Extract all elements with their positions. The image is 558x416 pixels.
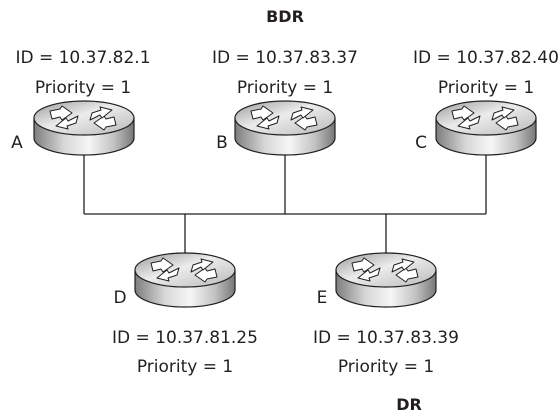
router-e-id: ID = 10.37.83.39 xyxy=(313,328,459,348)
router-d-icon xyxy=(134,252,236,308)
router-d[interactable]: D ID = 10.37.81.25 Priority = 1 xyxy=(112,252,258,377)
router-d-letter: D xyxy=(113,288,126,308)
network-links xyxy=(83,152,487,270)
router-a-id: ID = 10.37.82.1 xyxy=(15,48,150,68)
router-e-priority: Priority = 1 xyxy=(338,357,434,377)
router-b-letter: B xyxy=(216,133,228,153)
router-c-letter: C xyxy=(415,133,427,153)
router-a[interactable]: ID = 10.37.82.1 Priority = 1 A xyxy=(11,48,151,156)
router-c-icon xyxy=(435,100,537,156)
router-e-icon xyxy=(335,252,437,308)
router-b-priority: Priority = 1 xyxy=(237,78,333,98)
router-b-id: ID = 10.37.83.37 xyxy=(212,48,358,68)
router-b[interactable]: ID = 10.37.83.37 Priority = 1 B xyxy=(212,48,358,156)
router-c[interactable]: ID = 10.37.82.40 Priority = 1 C xyxy=(413,48,558,156)
dr-label: DR xyxy=(396,395,422,414)
router-a-priority: Priority = 1 xyxy=(35,78,131,98)
router-c-id: ID = 10.37.82.40 xyxy=(413,48,558,68)
router-b-icon xyxy=(234,100,336,156)
router-d-priority: Priority = 1 xyxy=(137,357,233,377)
bdr-label: BDR xyxy=(266,7,304,26)
router-d-id: ID = 10.37.81.25 xyxy=(112,328,258,348)
router-e-letter: E xyxy=(317,288,328,308)
router-e[interactable]: E ID = 10.37.83.39 Priority = 1 xyxy=(313,252,459,377)
router-a-letter: A xyxy=(11,133,23,153)
router-c-priority: Priority = 1 xyxy=(438,78,534,98)
router-a-icon xyxy=(33,100,135,156)
